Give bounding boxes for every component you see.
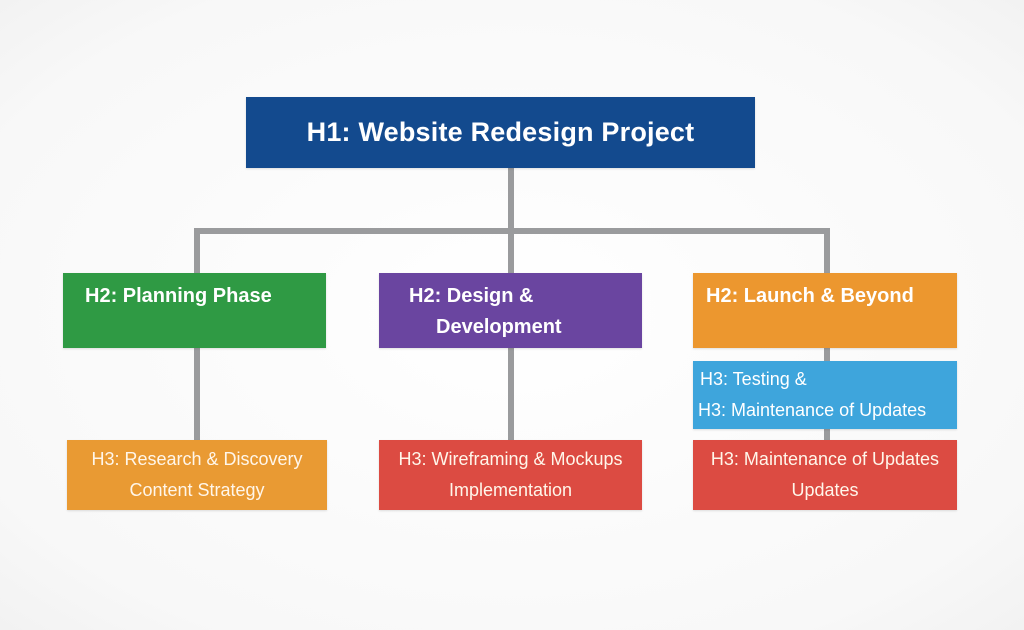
h2-planning-node: H2: Planning Phase — [63, 273, 326, 348]
h3-testing-label-line2: H3: Maintenance of Updates — [698, 400, 927, 420]
h2-planning-label: H2: Planning Phase — [85, 285, 272, 307]
h3-testing-node: H3: Testing & H3: Maintenance of Updates — [693, 361, 957, 429]
connector-planning-up — [194, 228, 200, 274]
h3-wireframing-label-line1: H3: Wireframing & Mockups — [398, 449, 623, 469]
h3-research-label-line2: Content Strategy — [129, 480, 265, 500]
h3-maintenance-node: H3: Maintenance of Updates Updates — [693, 440, 957, 510]
h3-wireframing-label-line2: Implementation — [448, 480, 573, 500]
h3-research-label-line1: H3: Research & Discovery — [91, 449, 303, 469]
h2-launch-node: H2: Launch & Beyond — [693, 273, 957, 348]
h1-root-node: H1: Website Redesign Project — [246, 97, 755, 168]
h3-wireframing-node: H3: Wireframing & Mockups Implementation — [379, 440, 642, 510]
connector-design-child — [508, 347, 514, 441]
h1-root-label: H1: Website Redesign Project — [306, 117, 695, 147]
h3-research-node: H3: Research & Discovery Content Strateg… — [67, 440, 327, 510]
h3-maintenance-label-line2: Updates — [791, 480, 859, 500]
h3-testing-label-line1: H3: Testing & — [700, 369, 807, 389]
connector-design-up — [508, 228, 514, 274]
h2-launch-label: H2: Launch & Beyond — [706, 285, 914, 307]
h3-maintenance-label-line1: H3: Maintenance of Updates — [710, 449, 940, 469]
h2-design-node: H2: Design & Development — [379, 273, 642, 348]
connector-root-down — [508, 168, 514, 234]
connector-planning-child — [194, 347, 200, 441]
connector-launch-up — [824, 228, 830, 274]
h2-design-label-line2: Development — [436, 316, 562, 338]
h2-design-label-line1: H2: Design & — [409, 285, 534, 307]
